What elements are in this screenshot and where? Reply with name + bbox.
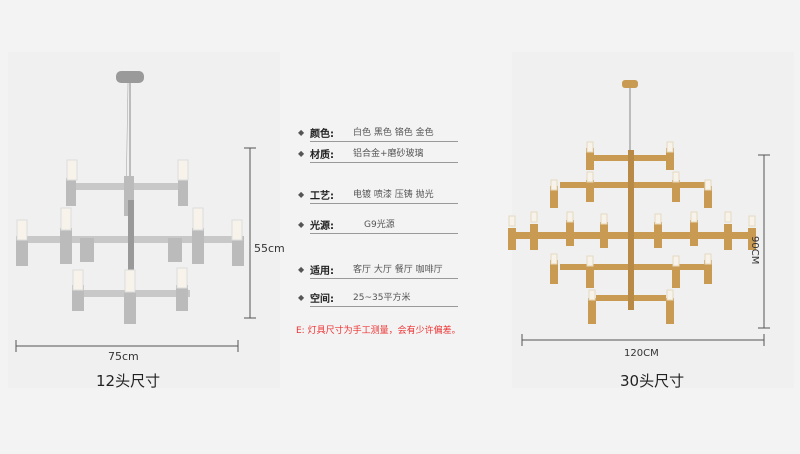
spec-light-source: ◆ 光源: G9光源 [298, 217, 458, 237]
spec-value: 客厅 大厅 餐厅 咖啡厅 [353, 265, 443, 275]
spec-value: G9光源 [364, 220, 395, 230]
spec-space: ◆ 空间: 25~35平方米 [298, 290, 458, 310]
diamond-icon: ◆ [298, 265, 305, 274]
spec-label: 材质: [310, 150, 334, 161]
spec-application: ◆ 适用: 客厅 大厅 餐厅 咖啡厅 [298, 262, 458, 282]
right-width-label: 120CM [624, 348, 659, 359]
spec-label: 适用: [310, 266, 334, 277]
spec-label: 空间: [310, 294, 334, 305]
chrome-chandelier-image [16, 71, 244, 324]
spec-value: 25~35平方米 [353, 293, 411, 303]
spec-label: 工艺: [310, 191, 334, 202]
right-height-label: 90CM [749, 236, 760, 265]
diamond-icon: ◆ [298, 128, 305, 137]
spec-process: ◆ 工艺: 电镀 喷漆 压铸 抛光 [298, 187, 458, 207]
diamond-icon: ◆ [298, 190, 305, 199]
spec-value: 铝合金+磨砂玻璃 [353, 149, 424, 159]
spec-material: ◆ 材质: 铝合金+磨砂玻璃 [298, 146, 458, 166]
spec-value: 白色 黑色 铬色 金色 [353, 128, 434, 138]
right-size-caption: 30头尺寸 [620, 372, 685, 390]
spec-label: 光源: [310, 221, 334, 232]
spec-value: 电镀 喷漆 压铸 抛光 [353, 190, 434, 200]
diamond-icon: ◆ [298, 149, 305, 158]
spec-label: 颜色: [310, 129, 334, 140]
left-size-caption: 12头尺寸 [96, 372, 161, 390]
left-height-label: 55cm [254, 242, 285, 255]
measurement-note: E: 灯具尺寸为手工测量，会有少许偏差。 [296, 326, 461, 336]
diamond-icon: ◆ [298, 293, 305, 302]
right-product-panel [512, 52, 794, 388]
left-width-label: 75cm [108, 350, 139, 363]
spec-color: ◆ 颜色: 白色 黑色 铬色 金色 [298, 125, 458, 145]
gold-chandelier-image [508, 80, 756, 324]
diamond-icon: ◆ [298, 220, 305, 229]
